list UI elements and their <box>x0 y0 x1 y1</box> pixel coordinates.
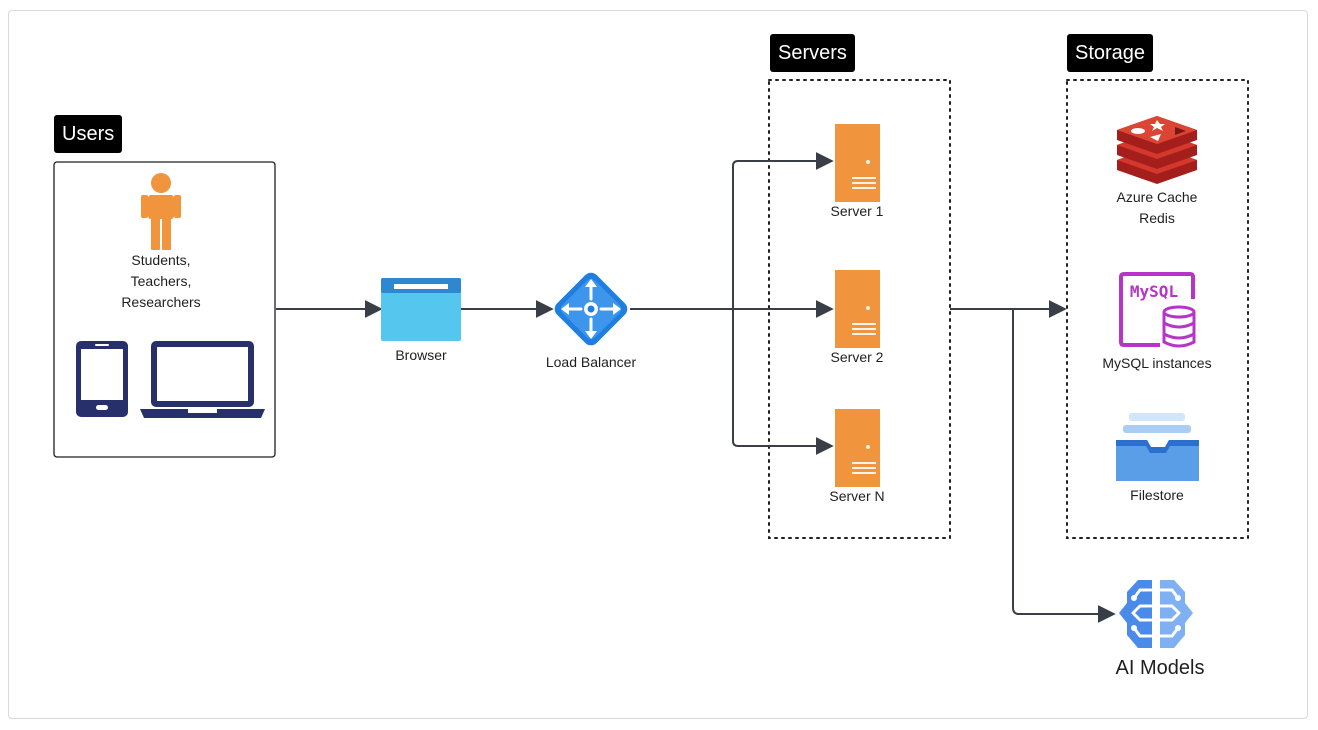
mysql-label: MySQL instances <box>1102 355 1212 371</box>
mysql-logo-text: MySQL <box>1130 282 1178 301</box>
storage-group-label: Storage <box>1067 34 1154 72</box>
filestore-icon <box>1116 413 1199 481</box>
laptop-icon <box>140 341 265 418</box>
server-n-icon <box>835 409 880 487</box>
servers-group-label: Servers <box>770 34 855 72</box>
diagram-frame <box>8 10 1308 719</box>
filestore-label: Filestore <box>1130 487 1184 503</box>
users-group-box <box>53 161 276 458</box>
redis-label: Azure Cache Redis <box>1116 189 1198 226</box>
storage-group-box <box>1066 79 1249 539</box>
server-1-label: Server 1 <box>830 203 884 219</box>
ai-models-label: AI Models <box>1115 657 1205 679</box>
users-label: Students, Teachers, Researchers <box>121 252 201 310</box>
load-balancer-label: Load Balancer <box>545 354 637 370</box>
person-icon <box>141 173 181 250</box>
browser-label: Browser <box>395 347 447 363</box>
server-2-label: Server 2 <box>830 349 884 365</box>
users-group-label: Users <box>54 115 123 153</box>
redis-icon <box>1117 116 1197 184</box>
server-2-icon <box>835 270 880 348</box>
edge-lb-serverN <box>732 309 834 455</box>
server-n-label: Server N <box>829 488 885 504</box>
ai-brain-icon <box>1119 580 1193 648</box>
browser-icon <box>381 278 461 341</box>
tablet-icon <box>76 341 128 417</box>
load-balancer-icon <box>554 272 628 346</box>
edge-servers-ai <box>1012 309 1116 623</box>
edge-lb-server1 <box>732 152 834 309</box>
server-1-icon <box>835 124 880 202</box>
mysql-icon: MySQL <box>1119 272 1196 348</box>
